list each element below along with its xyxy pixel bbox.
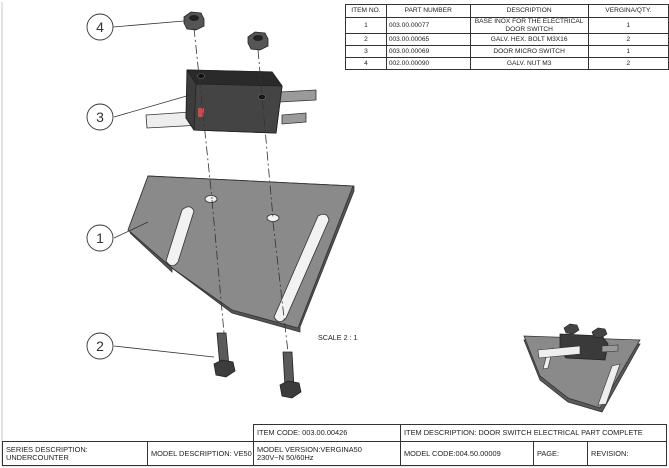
item-description-cell: ITEM DESCRIPTION: DOOR SWITCH ELECTRICAL… (400, 424, 667, 442)
micro-switch-part (145, 69, 317, 134)
balloon-2-label: 2 (96, 338, 104, 354)
part-number-cell: 003.00.00077 (385, 17, 471, 34)
model-version-cell: MODEL VERSION:VERGINA50 230V~N 50/60Hz (253, 441, 401, 466)
series-description-cell: SERIES DESCRIPTION: UNDERCOUNTER (2, 441, 148, 466)
description-cell: DOOR MICRO SWITCH (469, 45, 589, 58)
item-no-cell: 3 (345, 45, 387, 58)
item-no-cell: 1 (345, 17, 387, 34)
parts-list-table: ITEM NO. PART NUMBER DESCRIPTION VERGINA… (345, 4, 669, 70)
balloon-3: 3 (86, 103, 114, 131)
bolt-part (213, 332, 302, 399)
item-no-cell: 2 (345, 33, 387, 46)
part-number-cell: 003.00.00065 (385, 33, 471, 46)
header-qty: VERGINA/QTY. (587, 4, 669, 18)
model-code-cell: MODEL CODE:004.50.00009 (400, 441, 534, 466)
description-cell: BASE INOX FOR THE ELECTRICAL DOOR SWITCH (469, 17, 589, 34)
center-lines (193, 27, 289, 353)
model-version-line2: 230V~N 50/60Hz (257, 452, 314, 462)
balloon-1-label: 1 (96, 230, 104, 246)
item-no-cell: 4 (345, 57, 387, 70)
assembled-iso-view (523, 323, 641, 413)
header-description: DESCRIPTION (469, 4, 589, 18)
qty-cell: 2 (587, 57, 669, 70)
balloon-4: 4 (86, 13, 114, 41)
model-description-cell: MODEL DESCRIPTION: VE50 (147, 441, 254, 466)
description-cell: GALV. NUT M3 (469, 57, 589, 70)
table-row: 2 003.00.00065 GALV. HEX. BOLT M3X16 2 (345, 33, 669, 46)
balloon-1: 1 (86, 224, 114, 252)
model-version-line1: MODEL VERSION:VERGINA50 (257, 444, 362, 454)
table-row: 4 002.00.00090 GALV. NUT M3 2 (345, 57, 669, 70)
leader-lines (112, 20, 215, 358)
item-code-cell: ITEM CODE: 003.00.00426 (253, 424, 401, 442)
header-part-number: PART NUMBER (385, 4, 471, 18)
table-row: 1 003.00.00077 BASE INOX FOR THE ELECTRI… (345, 17, 669, 34)
revision-cell: REVISION: (587, 441, 667, 466)
description-cell: GALV. HEX. BOLT M3X16 (469, 33, 589, 46)
header-item-no: ITEM NO. (345, 4, 387, 18)
page-cell: PAGE: (533, 441, 588, 466)
parts-table-header-row: ITEM NO. PART NUMBER DESCRIPTION VERGINA… (345, 4, 669, 18)
part-number-cell: 002.00.00090 (385, 57, 471, 70)
balloon-2: 2 (86, 332, 114, 360)
qty-cell: 2 (587, 33, 669, 46)
qty-cell: 1 (587, 45, 669, 58)
qty-cell: 1 (587, 17, 669, 34)
balloon-4-label: 4 (96, 19, 104, 35)
scale-label: SCALE 2 : 1 (318, 333, 358, 342)
balloon-3-label: 3 (96, 109, 104, 125)
part-number-cell: 003.00.00069 (385, 45, 471, 58)
table-row: 3 003.00.00069 DOOR MICRO SWITCH 1 (345, 45, 669, 58)
nut-part (183, 11, 269, 51)
base-plate-part (127, 175, 355, 333)
